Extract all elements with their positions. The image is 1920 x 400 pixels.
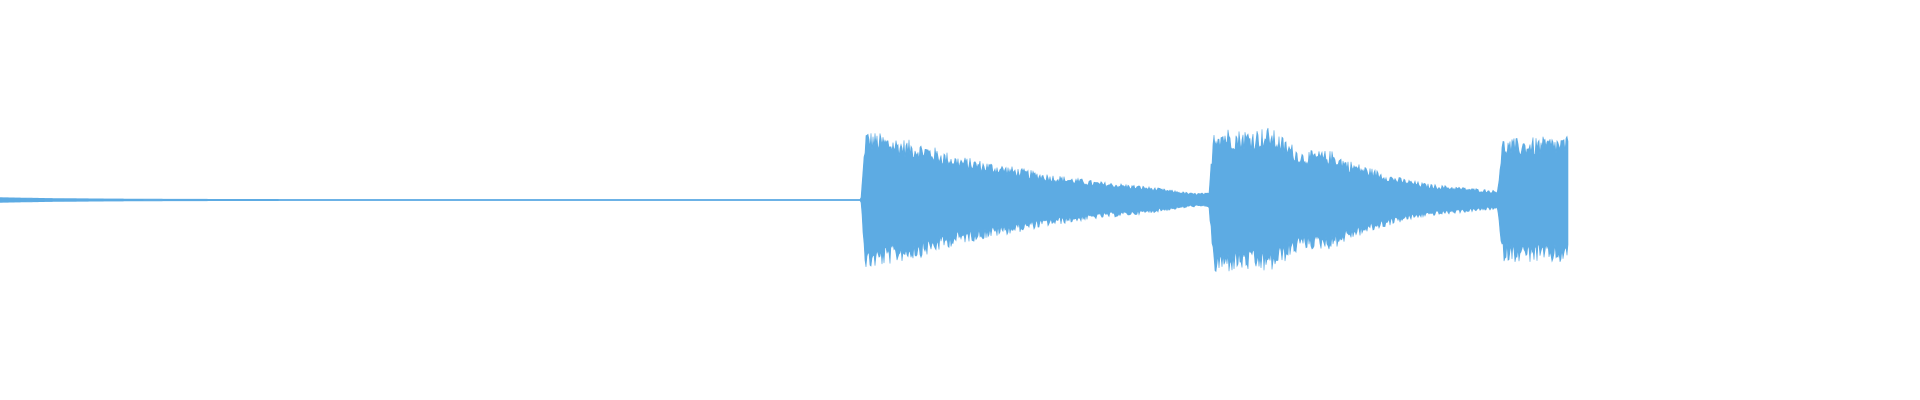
audio-waveform[interactable] xyxy=(0,0,1920,400)
waveform-plot[interactable] xyxy=(0,0,1920,400)
